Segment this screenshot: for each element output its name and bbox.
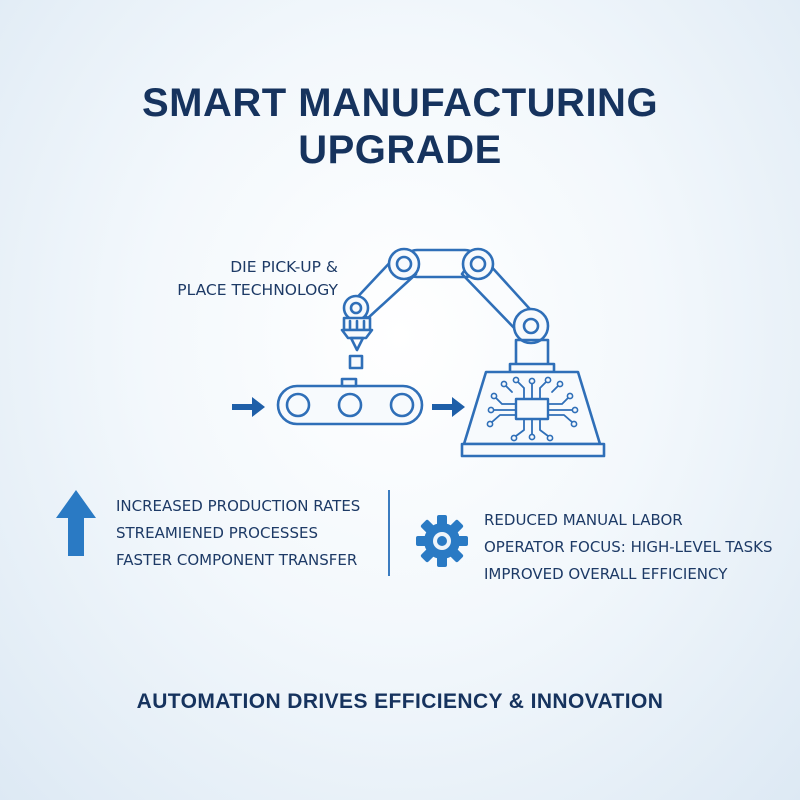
flow-arrows [232, 397, 465, 417]
page-title: SMART MANUFACTURING UPGRADE [0, 80, 800, 174]
circuit-board-icon [460, 370, 606, 458]
title-line-1: SMART MANUFACTURING [141, 81, 659, 125]
up-arrow-icon [56, 490, 96, 556]
tagline: AUTOMATION DRIVES EFFICIENCY & INNOVATIO… [136, 690, 664, 713]
gear-icon [416, 515, 468, 567]
list-item: FASTER COMPONENT TRANSFER [116, 551, 358, 569]
input-arrow-icon [232, 397, 265, 417]
list-item: STREAMIENED PROCESSES [116, 524, 318, 542]
list-item: INCREASED PRODUCTION RATES [116, 497, 361, 515]
left-benefits-list: INCREASED PRODUCTION RATES STREAMIENED P… [116, 493, 360, 574]
technology-label: DIE PICK-UP & PLACE TECHNOLOGY [140, 256, 338, 302]
list-item: REDUCED MANUAL LABOR [484, 511, 683, 529]
output-arrow-icon [432, 397, 465, 417]
column-divider [388, 490, 390, 576]
conveyor-icon [276, 377, 424, 426]
technology-label-line-2: PLACE TECHNOLOGY [177, 281, 338, 299]
list-item: OPERATOR FOCUS: HIGH-LEVEL TASKS [484, 538, 773, 556]
list-item: IMPROVED OVERALL EFFICIENCY [484, 565, 728, 583]
right-benefits-list: REDUCED MANUAL LABOR OPERATOR FOCUS: HIG… [484, 507, 773, 588]
robot-arm-icon [340, 247, 556, 374]
title-line-2: UPGRADE [298, 128, 502, 172]
technology-label-line-1: DIE PICK-UP & [230, 258, 338, 276]
